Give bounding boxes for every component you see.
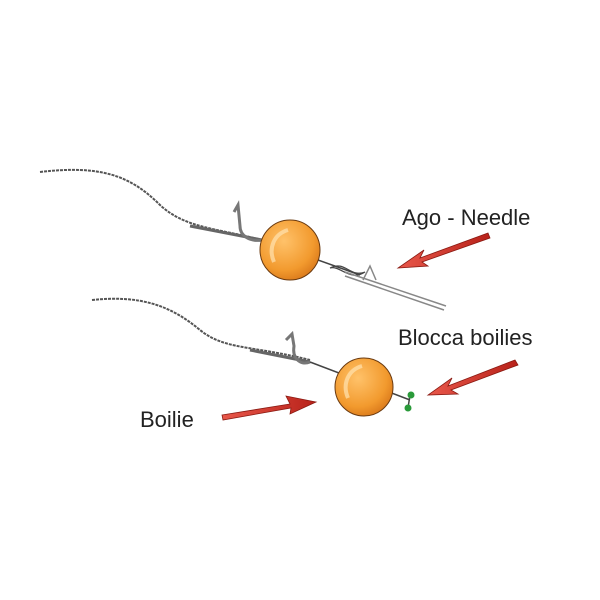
boilie-top bbox=[259, 219, 321, 281]
hair-loop bbox=[329, 265, 366, 276]
boilie-highlight bbox=[269, 228, 289, 263]
hook-shank bbox=[249, 348, 311, 364]
boilie-stop-bead bbox=[404, 404, 412, 412]
top-rig bbox=[39, 168, 447, 311]
hook-icon bbox=[232, 200, 263, 242]
arrow-boilie-stop bbox=[426, 359, 519, 396]
arrow-needle bbox=[396, 232, 491, 269]
arrow-boilie bbox=[221, 395, 318, 421]
hook-shank bbox=[189, 224, 263, 242]
bottom-rig bbox=[91, 297, 415, 417]
hook-icon bbox=[284, 330, 311, 365]
hooklink-line bbox=[91, 297, 311, 361]
hooklink-line bbox=[39, 168, 263, 241]
boilie-highlight bbox=[343, 364, 363, 399]
label-boilie: Boilie bbox=[140, 407, 194, 432]
boilie-stop-bead bbox=[407, 391, 415, 399]
label-needle: Ago - Needle bbox=[402, 205, 530, 230]
label-boilie-stop: Blocca boilies bbox=[398, 325, 533, 350]
needle-latch bbox=[362, 264, 377, 281]
needle bbox=[344, 271, 447, 311]
